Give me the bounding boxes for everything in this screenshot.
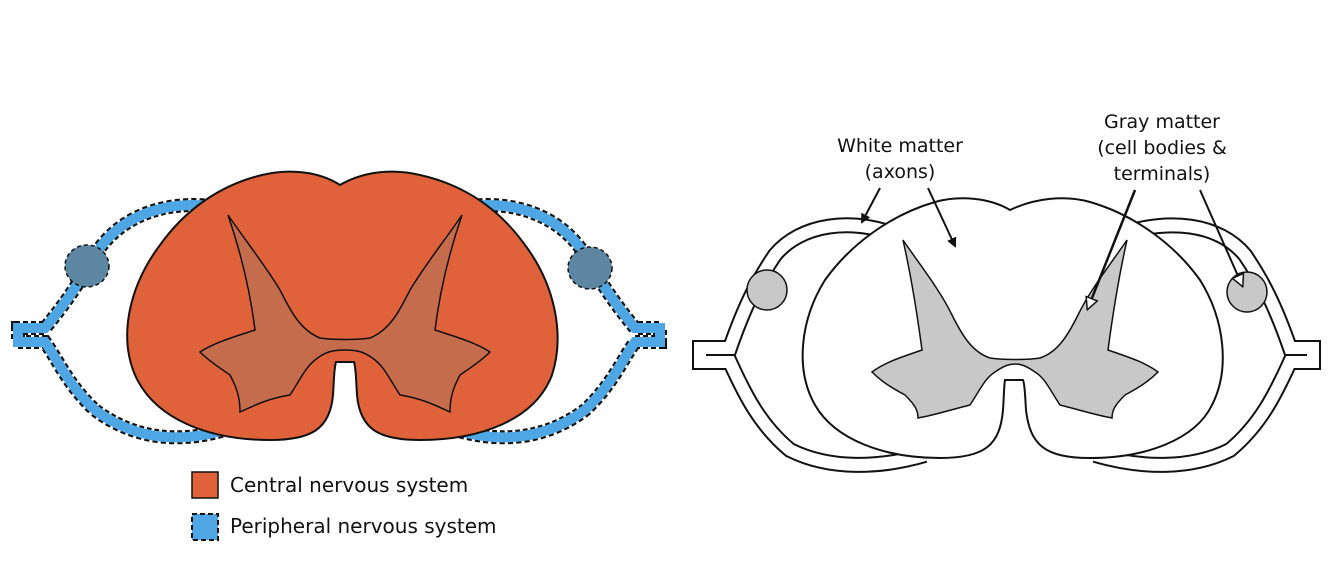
arrow-gray-matter-to-cord <box>1088 189 1137 308</box>
legend-swatch-cns <box>191 471 219 499</box>
white-matter-label: White matter (axons) <box>837 135 963 183</box>
right-diagram-left-ganglion <box>746 269 788 311</box>
legend-label-pns: Peripheral nervous system <box>230 514 497 538</box>
arrow-gray-matter-to-ganglion <box>1199 189 1242 285</box>
gray-matter-label-line2: (cell bodies & <box>1097 137 1227 159</box>
cns-spinal-cord <box>126 170 559 442</box>
legend-label-cns: Central nervous system <box>230 473 468 497</box>
gray-matter-label-line3: terminals) <box>1114 163 1211 185</box>
right-spinal-nerve <box>444 198 667 445</box>
white-matter-label-line2: (axons) <box>865 161 936 183</box>
cns-gray-matter <box>198 214 492 414</box>
right-dorsal-root-ganglion <box>567 246 613 290</box>
left-dorsal-root-ganglion <box>64 244 110 288</box>
gray-matter-label-line1: Gray matter <box>1104 111 1220 133</box>
right-diagram-left-nerve <box>692 217 928 473</box>
right-diagram-right-ganglion <box>1226 271 1268 313</box>
arrow-white-matter-to-cord <box>927 187 957 248</box>
gray-matter-label: Gray matter (cell bodies & terminals) <box>1097 111 1227 185</box>
white-matter-cord <box>801 197 1224 460</box>
legend-swatch-pns <box>191 513 219 541</box>
legend: Central nervous system Peripheral nervou… <box>191 471 497 541</box>
gray-matter <box>870 239 1160 419</box>
white-matter-label-line1: White matter <box>837 135 963 157</box>
arrow-white-matter-to-nerve <box>861 187 881 224</box>
left-spinal-nerve <box>11 198 238 445</box>
right-panel-matter: White matter (axons) Gray matter (cell b… <box>692 111 1321 473</box>
left-panel-cns-pns <box>11 170 667 445</box>
